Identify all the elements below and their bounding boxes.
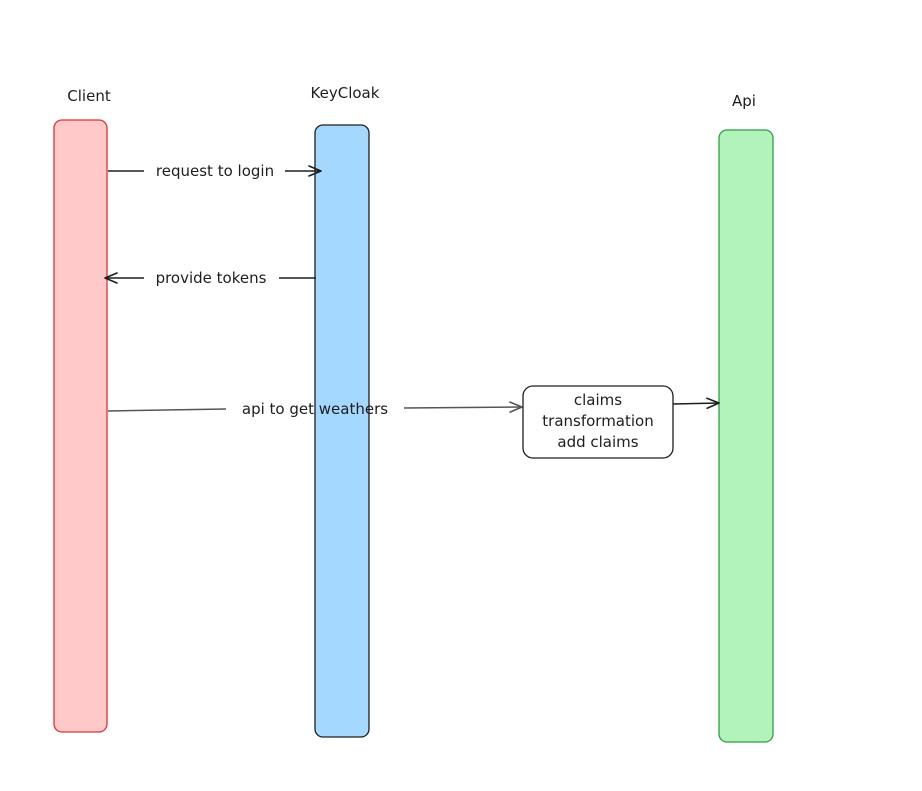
- client-lane-title: Client: [67, 87, 111, 105]
- login-message-label: request to login: [156, 162, 274, 180]
- weathers-arrow: [403, 401, 523, 413]
- client-lifeline[interactable]: [53, 119, 108, 733]
- api-lifeline[interactable]: [718, 129, 774, 743]
- weathers-arrow-tail: [107, 408, 227, 412]
- tokens-message-label: provide tokens: [156, 269, 267, 287]
- claims-box-line-3: add claims: [557, 433, 638, 451]
- claims-to-api-arrow: [672, 397, 720, 410]
- claims-transformation-box[interactable]: [522, 385, 674, 459]
- keycloak-lifeline[interactable]: [314, 124, 370, 738]
- keycloak-lane-title: KeyCloak: [311, 84, 380, 102]
- claims-box-line-1: claims: [574, 391, 622, 409]
- claims-box-line-2: transformation: [542, 412, 653, 430]
- api-lane-title: Api: [732, 92, 756, 110]
- weathers-message-label: api to get weathers: [242, 400, 388, 418]
